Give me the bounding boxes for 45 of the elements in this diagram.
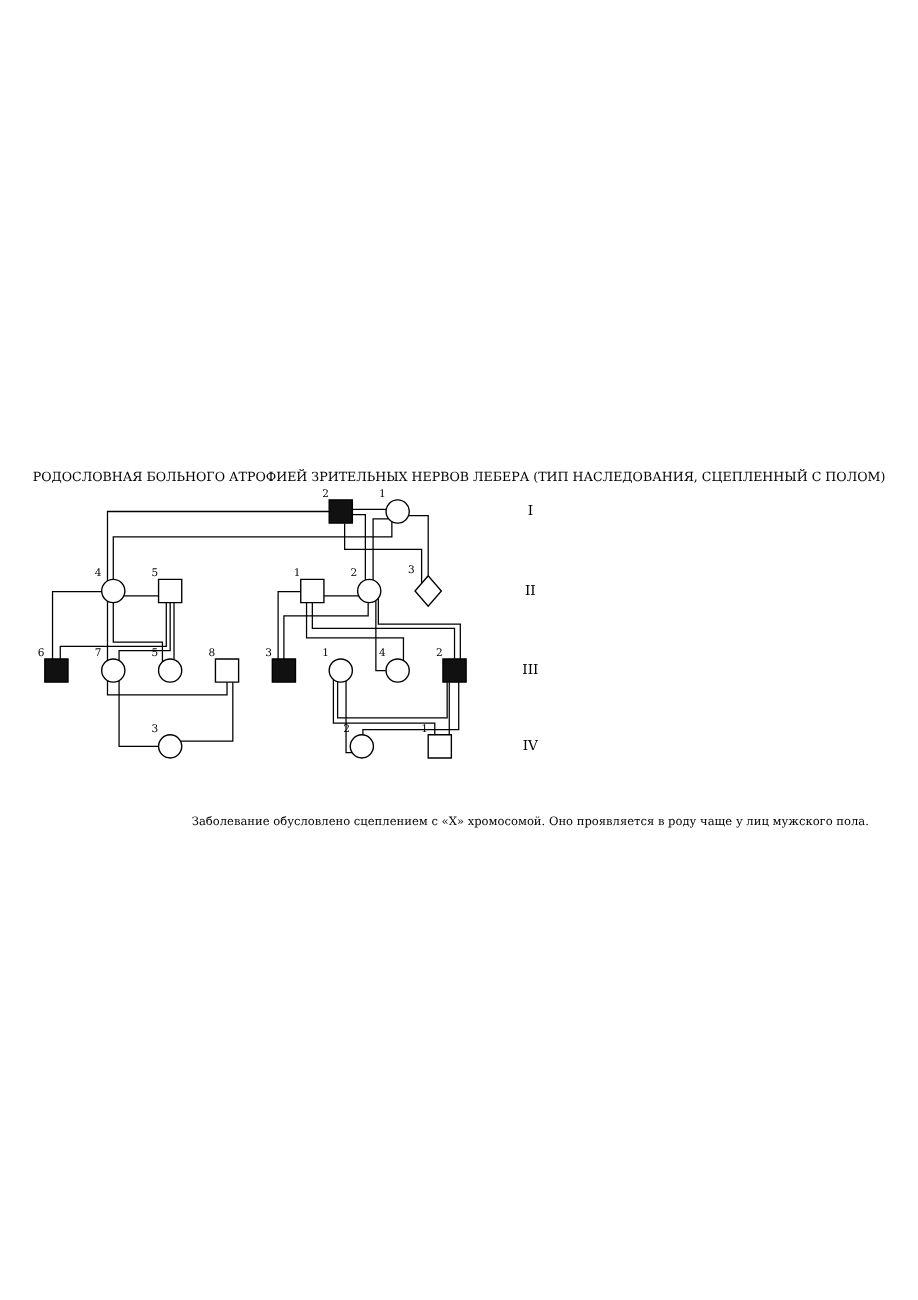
connector [337,681,448,719]
node-circle [385,499,410,524]
connector [106,600,109,661]
node-circle [328,658,354,683]
connector [311,602,456,660]
node-box [271,658,297,683]
connector [352,508,387,510]
node-box [442,658,467,683]
connector [59,602,167,660]
connector [344,522,423,584]
node-box [328,499,354,524]
connector [362,681,460,736]
node-circle [101,578,126,604]
connector [277,590,302,660]
connector [377,597,461,660]
node-circle [349,734,375,759]
connector [106,510,330,582]
connector [323,595,360,597]
node-box [427,734,453,759]
node-box [300,578,325,604]
connector [106,680,228,696]
node-circle [101,658,126,683]
node-diamond [414,574,443,608]
node-circle [385,658,410,683]
connector [112,521,393,580]
connector [173,602,175,660]
connector [118,680,159,747]
connector [123,595,160,597]
node-circle [157,734,183,759]
connector [372,518,390,581]
node-circle [157,658,183,683]
connector [51,590,103,660]
connector [332,679,436,736]
connector [179,681,234,742]
node-box [214,658,240,683]
connector [375,600,387,672]
node-box [157,578,183,604]
connector [283,602,369,660]
node-box [44,658,69,683]
connector [351,514,366,581]
connector [345,680,353,754]
node-circle [356,578,382,604]
connector [408,515,429,577]
connector [448,681,450,735]
connector [305,602,405,661]
